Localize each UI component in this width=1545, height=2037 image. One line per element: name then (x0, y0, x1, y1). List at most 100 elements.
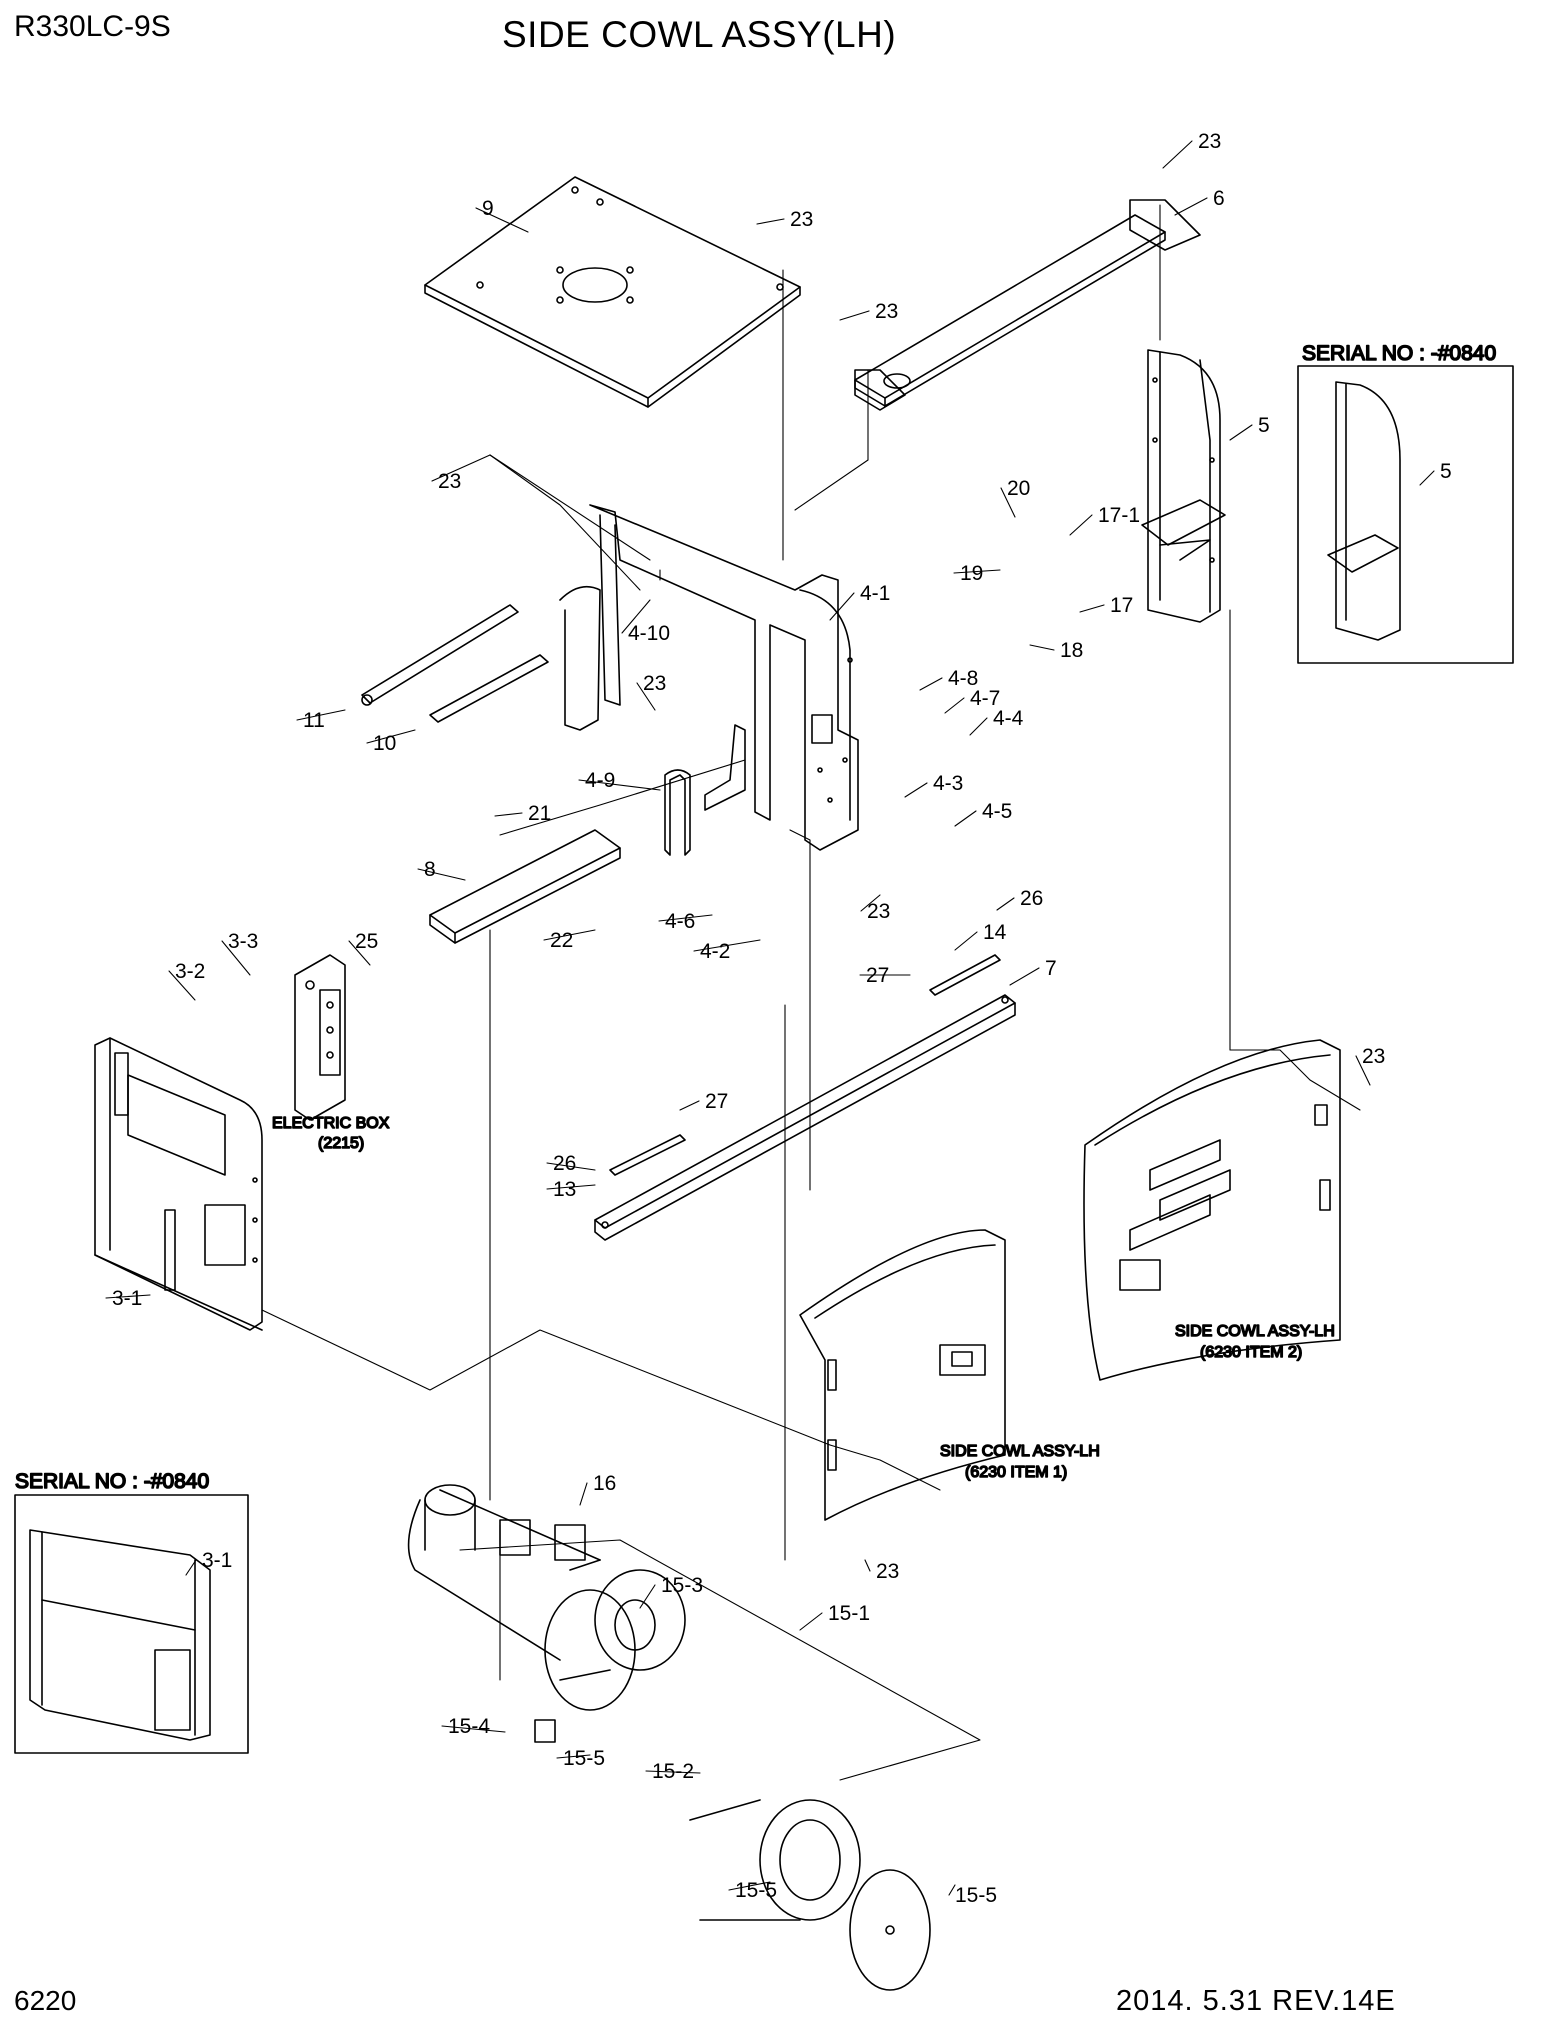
lower-serial-label: SERIAL NO : -#0840 (15, 1470, 209, 1493)
callout-23: 23 (636, 672, 666, 711)
callout-7: 7 (1009, 957, 1057, 986)
callout-4-7: 4-7 (944, 687, 1000, 714)
bar-part-13 (609, 1134, 686, 1176)
callout-leader (579, 1482, 588, 1506)
bracket-part-5 (1141, 349, 1226, 623)
callout-number: 16 (593, 1472, 616, 1495)
callout-23: 23 (1162, 130, 1221, 169)
callout-leader (1009, 967, 1040, 986)
callout-leader (185, 1559, 197, 1576)
callout-26: 26 (996, 887, 1043, 911)
callout-leader (296, 709, 346, 721)
callout-leader (969, 717, 988, 736)
callout-leader (860, 894, 881, 912)
callout-number: 15-5 (735, 1879, 777, 1902)
callout-number: 4-9 (585, 769, 615, 792)
callout-number: 23 (643, 672, 666, 695)
callout-number: 21 (528, 802, 551, 825)
callout-leader (431, 454, 491, 482)
callout-number: 4-4 (993, 707, 1024, 730)
callout-leader (1000, 487, 1016, 518)
callout-10: 10 (366, 729, 416, 755)
bar-part-11 (361, 604, 519, 706)
callout-number: 11 (303, 709, 325, 732)
callout-leader (839, 310, 870, 321)
electric-box-ref: (2215) (318, 1135, 364, 1152)
callout-4-2: 4-2 (693, 939, 761, 963)
callout-4-5: 4-5 (954, 800, 1012, 827)
side-cowl-1-ref: (6230 ITEM 1) (965, 1464, 1067, 1481)
callout-23: 23 (864, 1559, 899, 1583)
callout-leader (799, 1612, 823, 1631)
serial-inset-upper (1297, 365, 1514, 664)
callout-4-1: 4-1 (829, 582, 890, 621)
callout-number: 18 (1060, 639, 1083, 662)
callout-leader (221, 940, 251, 976)
callout-leader (996, 897, 1015, 911)
side-cowl-1-note: SIDE COWL ASSY-LH (940, 1443, 1100, 1460)
plate-part-9 (424, 176, 801, 408)
callout-leader (679, 1100, 700, 1111)
callout-11: 11 (296, 709, 346, 732)
callout-23: 23 (860, 894, 890, 923)
side-cowl-2-ref: (6230 ITEM 2) (1200, 1344, 1302, 1361)
model-number: R330LC-9S (14, 10, 171, 43)
callout-leader (578, 779, 661, 791)
frame-part-4-1 (559, 504, 859, 851)
callout-number: 13 (553, 1178, 576, 1201)
callout-number: 23 (790, 208, 813, 231)
callout-number: 27 (705, 1090, 728, 1113)
callout-leader (756, 218, 785, 225)
panel-part-3-1 (94, 1037, 263, 1331)
callout-number: 4-6 (665, 910, 695, 933)
callout-number: 23 (438, 470, 461, 493)
plate-part-8 (429, 829, 621, 944)
callout-21: 21 (494, 802, 551, 825)
callout-leader (417, 868, 466, 881)
inner-filter-element (559, 1559, 686, 1681)
side-cowl-rh-panel (1083, 1039, 1341, 1381)
valve-part-15-4 (534, 1719, 556, 1743)
callout-leader (919, 677, 943, 691)
callout-number: 15-3 (661, 1574, 703, 1597)
upper-serial-label: SERIAL NO : -#0840 (1302, 342, 1496, 365)
callout-3-1: 3-1 (185, 1549, 232, 1576)
callout-17-1: 17-1 (1069, 504, 1140, 536)
callout-number: 23 (867, 900, 890, 923)
callout-number: 3-3 (228, 930, 258, 953)
callout-19: 19 (953, 562, 1001, 585)
callout-26: 26 (546, 1152, 596, 1175)
callout-6: 6 (1174, 187, 1225, 216)
callout-number: 22 (550, 929, 573, 952)
callout-number: 8 (424, 858, 436, 881)
callout-leader (1029, 644, 1055, 651)
callout-leader (348, 940, 371, 966)
callout-number: 10 (373, 732, 396, 755)
callout-leader (954, 931, 978, 951)
side-cowl-lh-panel (799, 1229, 1006, 1521)
callout-leader (864, 1559, 871, 1572)
callout-number: 15-4 (448, 1715, 490, 1738)
callout-4-3: 4-3 (904, 772, 963, 798)
callout-leader (1079, 604, 1105, 613)
callout-number: 15-5 (563, 1747, 605, 1770)
callout-15-1: 15-1 (799, 1602, 870, 1631)
callout-number: 3-1 (112, 1287, 142, 1310)
callout-23: 23 (756, 208, 813, 231)
callout-leader (1229, 424, 1253, 441)
callout-23: 23 (431, 454, 491, 493)
electric-box (294, 954, 346, 1121)
callout-leader (693, 939, 761, 952)
callout-5: 5 (1229, 414, 1270, 441)
callout-leader (1162, 140, 1193, 169)
callout-leader (621, 599, 651, 634)
callout-leader (105, 1294, 151, 1299)
callout-15-3: 15-3 (639, 1574, 703, 1609)
callout-23: 23 (839, 300, 898, 323)
callout-number: 5 (1258, 414, 1270, 437)
callout-23: 23 (1355, 1045, 1385, 1086)
callout-number: 15-2 (652, 1760, 694, 1783)
callout-number: 25 (355, 930, 378, 953)
callout-number: 15-5 (955, 1884, 997, 1907)
